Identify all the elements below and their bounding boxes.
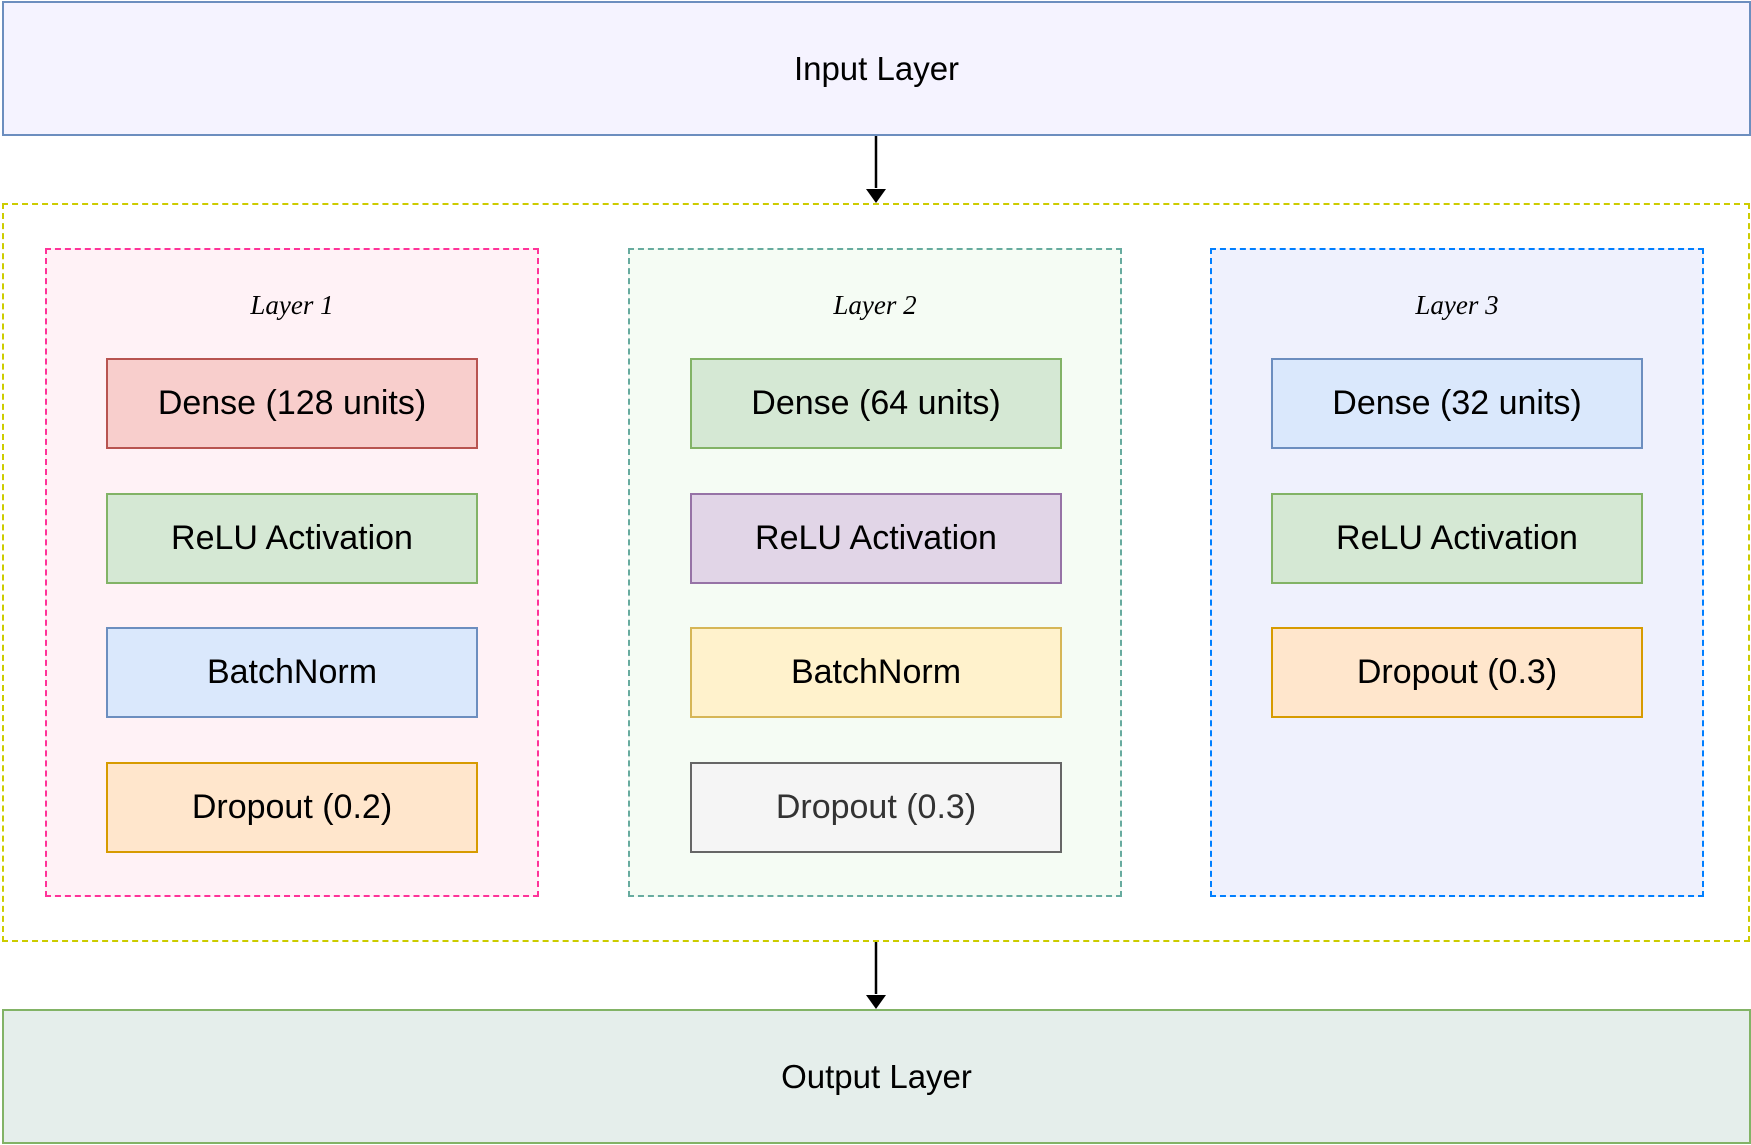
layer-3-dropout-node: Dropout (0.3): [1271, 627, 1643, 718]
layer-1-relu-label: ReLU Activation: [171, 519, 413, 557]
arrow-head-input: [866, 189, 886, 203]
layer-3-dense-node: Dense (32 units): [1271, 358, 1643, 449]
layer-1-batchnorm-node: BatchNorm: [106, 627, 478, 718]
arrow-head-output: [866, 995, 886, 1009]
layer-3-dense-label: Dense (32 units): [1332, 384, 1582, 422]
layer-1-dropout-node: Dropout (0.2): [106, 762, 478, 853]
layer-2-dense-node: Dense (64 units): [690, 358, 1062, 449]
layer-2-title: Layer 2: [833, 290, 917, 320]
layer-2-relu-node: ReLU Activation: [690, 493, 1062, 584]
hidden-layers-container: [2, 203, 1750, 942]
layer-2-relu-label: ReLU Activation: [755, 519, 997, 557]
layer-1-batchnorm-label: BatchNorm: [206, 653, 378, 691]
layer-1-dropout-label: Dropout (0.2): [191, 788, 393, 826]
layer-2-dropout-node: Dropout (0.3): [690, 762, 1062, 853]
layer-1-dense-node: Dense (128 units): [106, 358, 478, 449]
output-layer-label: Output Layer: [781, 1057, 972, 1095]
layer-2-dropout-label: Dropout (0.3): [775, 788, 977, 826]
layer-1-title: Layer 1: [250, 290, 334, 320]
layer-1-dense-label: Dense (128 units): [157, 384, 427, 422]
layer-3-dropout-label: Dropout (0.3): [1356, 653, 1558, 691]
layer-3-relu-node: ReLU Activation: [1271, 493, 1643, 584]
input-layer-label: Input Layer: [793, 49, 960, 87]
layer-2-batchnorm-node: BatchNorm: [690, 627, 1062, 718]
layer-3-title: Layer 3: [1415, 290, 1499, 320]
layer-2-batchnorm-label: BatchNorm: [790, 653, 962, 691]
layer-1-relu-node: ReLU Activation: [106, 493, 478, 584]
output-layer-box: Output Layer: [2, 1009, 1751, 1144]
input-layer-box: Input Layer: [2, 1, 1751, 136]
layer-2-dense-label: Dense (64 units): [751, 384, 1001, 422]
layer-3-relu-label: ReLU Activation: [1336, 519, 1578, 557]
